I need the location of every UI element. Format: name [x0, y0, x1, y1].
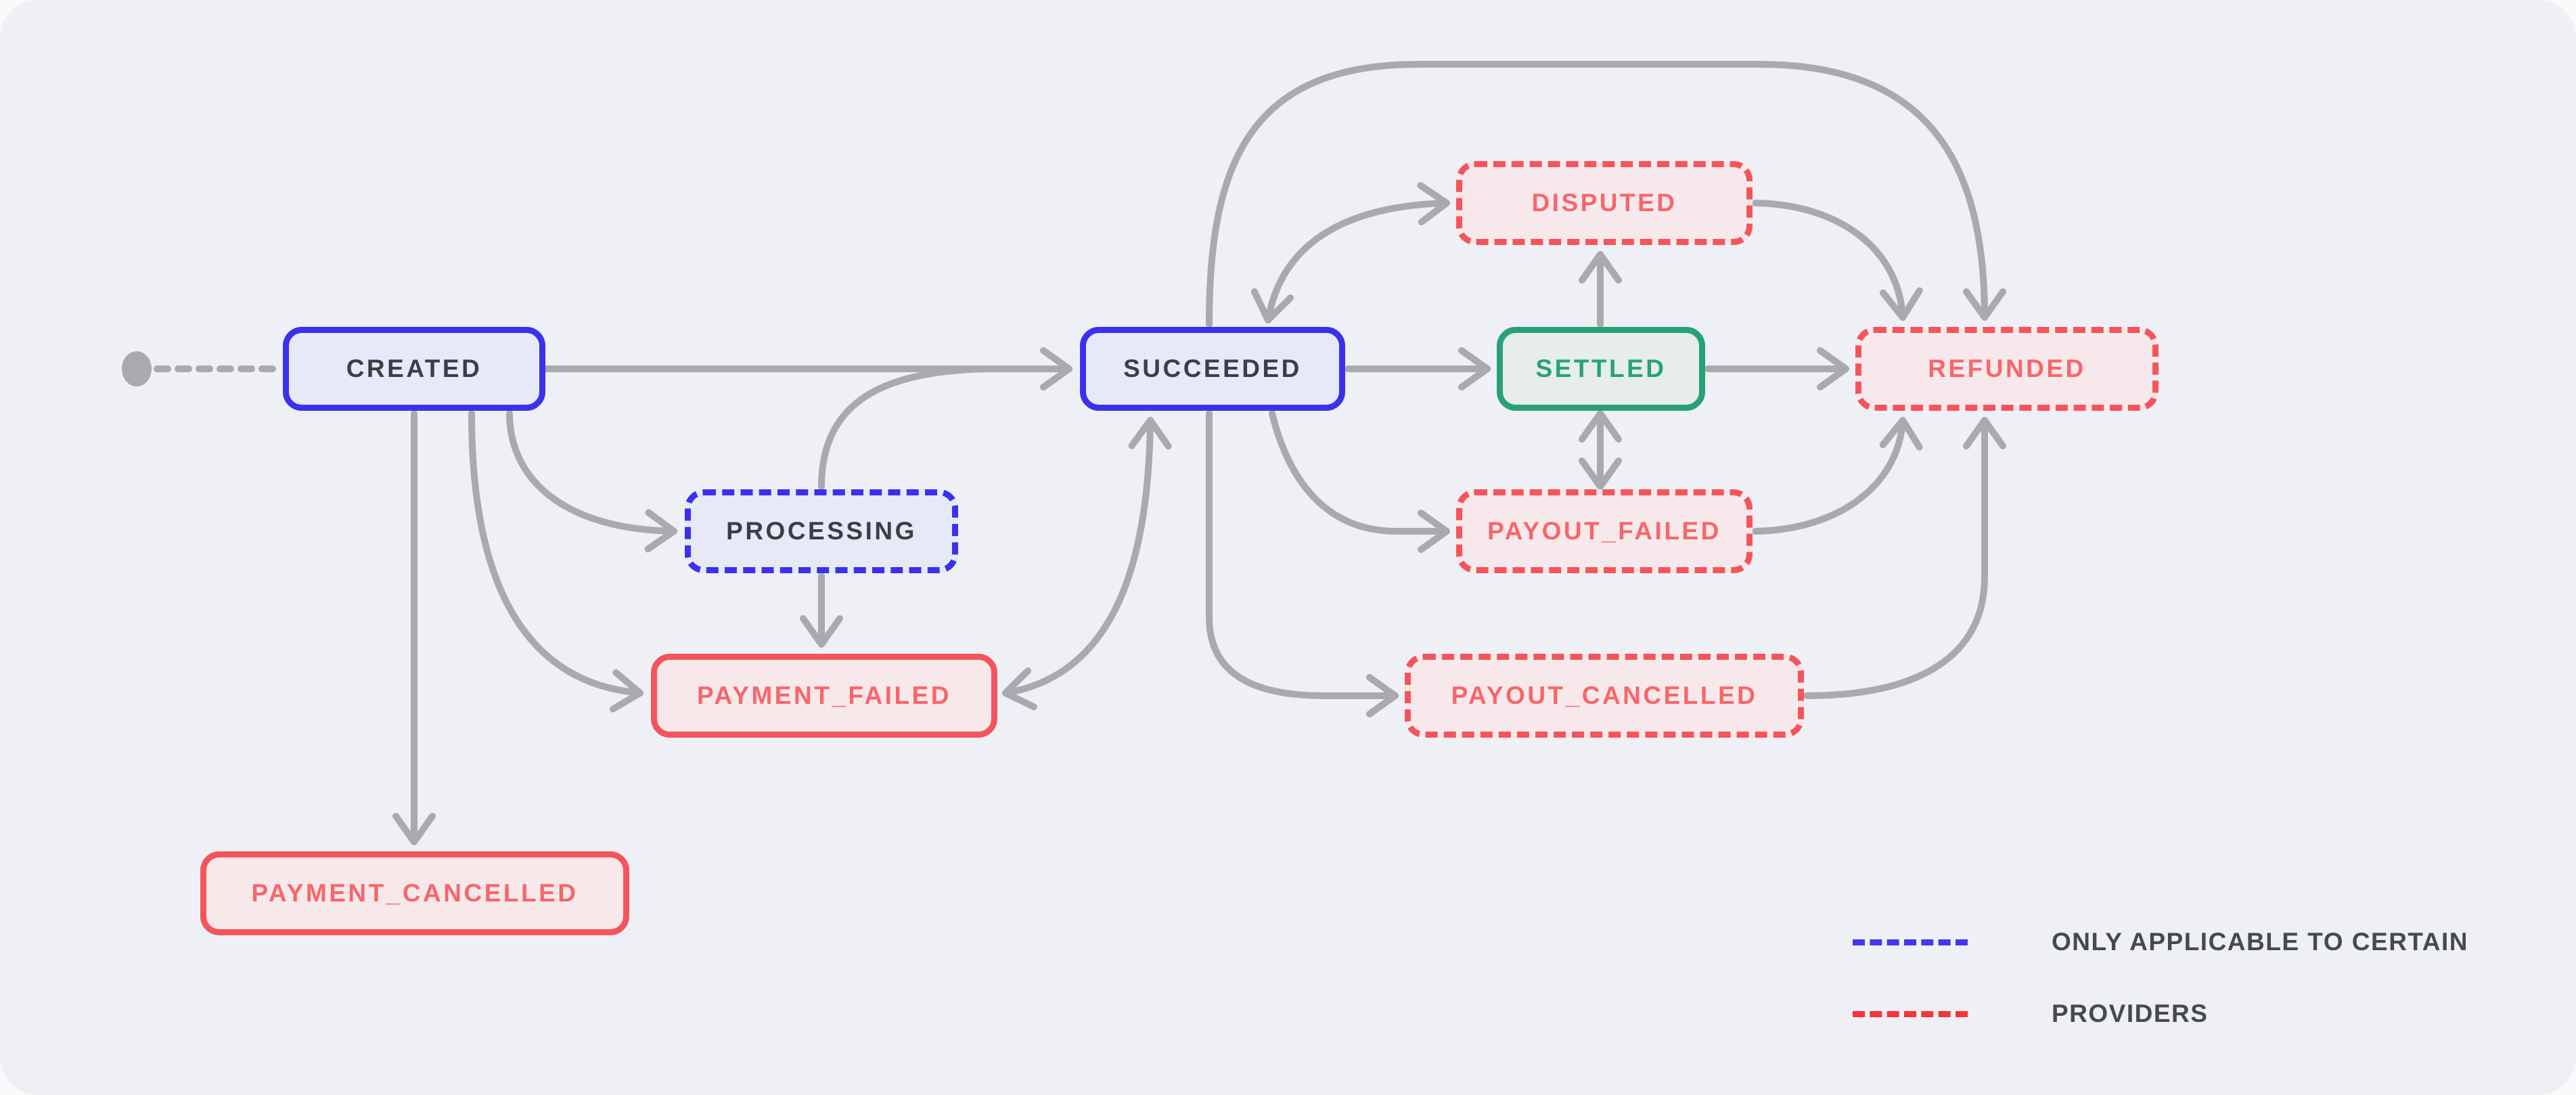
edge-succeeded-payout-cancelled [1206, 410, 1399, 717]
node-payment-failed: PAYMENT_FAILED [651, 654, 997, 738]
legend-label: ONLY APPLICABLE TO CERTAIN [2052, 928, 2468, 956]
node-refunded: REFUNDED [1855, 327, 2159, 411]
legend-item-red: PROVIDERS [1853, 1000, 2208, 1027]
node-settled-label: SETTLED [1535, 355, 1667, 382]
node-created: CREATED [283, 327, 545, 411]
node-succeeded: SUCCEEDED [1080, 327, 1345, 411]
node-disputed-label: DISPUTED [1531, 189, 1677, 217]
edge-succeeded-disputed-bidirectional [1250, 182, 1450, 323]
node-created-label: CREATED [346, 355, 482, 382]
node-settled: SETTLED [1497, 327, 1705, 411]
edge-payout-cancelled-refunded [1803, 417, 2006, 699]
node-refunded-label: REFUNDED [1928, 355, 2086, 382]
node-payment-cancelled-label: PAYMENT_CANCELLED [251, 879, 579, 907]
legend-label: PROVIDERS [2052, 1000, 2209, 1027]
node-succeeded-label: SUCCEEDED [1123, 355, 1302, 382]
node-payout-cancelled-label: PAYOUT_CANCELLED [1451, 681, 1758, 709]
node-payout-cancelled: PAYOUT_CANCELLED [1405, 654, 1804, 738]
legend-item-blue: ONLY APPLICABLE TO CERTAIN [1853, 928, 2468, 956]
node-payout-failed: PAYOUT_FAILED [1456, 489, 1753, 573]
edge-processing-succeeded [818, 365, 991, 490]
node-processing: PROCESSING [685, 489, 958, 573]
edge-payout-failed-refunded [1752, 417, 1923, 535]
edge-disputed-refunded [1752, 200, 1923, 321]
edge-created-payment-failed [468, 410, 643, 713]
node-disputed: DISPUTED [1456, 161, 1753, 245]
start-dot [122, 351, 152, 386]
edge-succeeded-payment-failed-bidirectional [1002, 417, 1172, 711]
red-dashed-swatch [1853, 1010, 1968, 1017]
blue-dashed-swatch [1853, 939, 1968, 945]
node-payment-cancelled: PAYMENT_CANCELLED [200, 851, 629, 935]
edge-created-processing [506, 410, 677, 553]
node-processing-label: PROCESSING [726, 517, 917, 545]
edge-succeeded-payout-failed [1269, 410, 1450, 553]
node-payout-failed-label: PAYOUT_FAILED [1487, 517, 1721, 545]
node-payment-failed-label: PAYMENT_FAILED [697, 681, 951, 709]
edge-succeeded-refunded-arc [1206, 61, 2006, 328]
